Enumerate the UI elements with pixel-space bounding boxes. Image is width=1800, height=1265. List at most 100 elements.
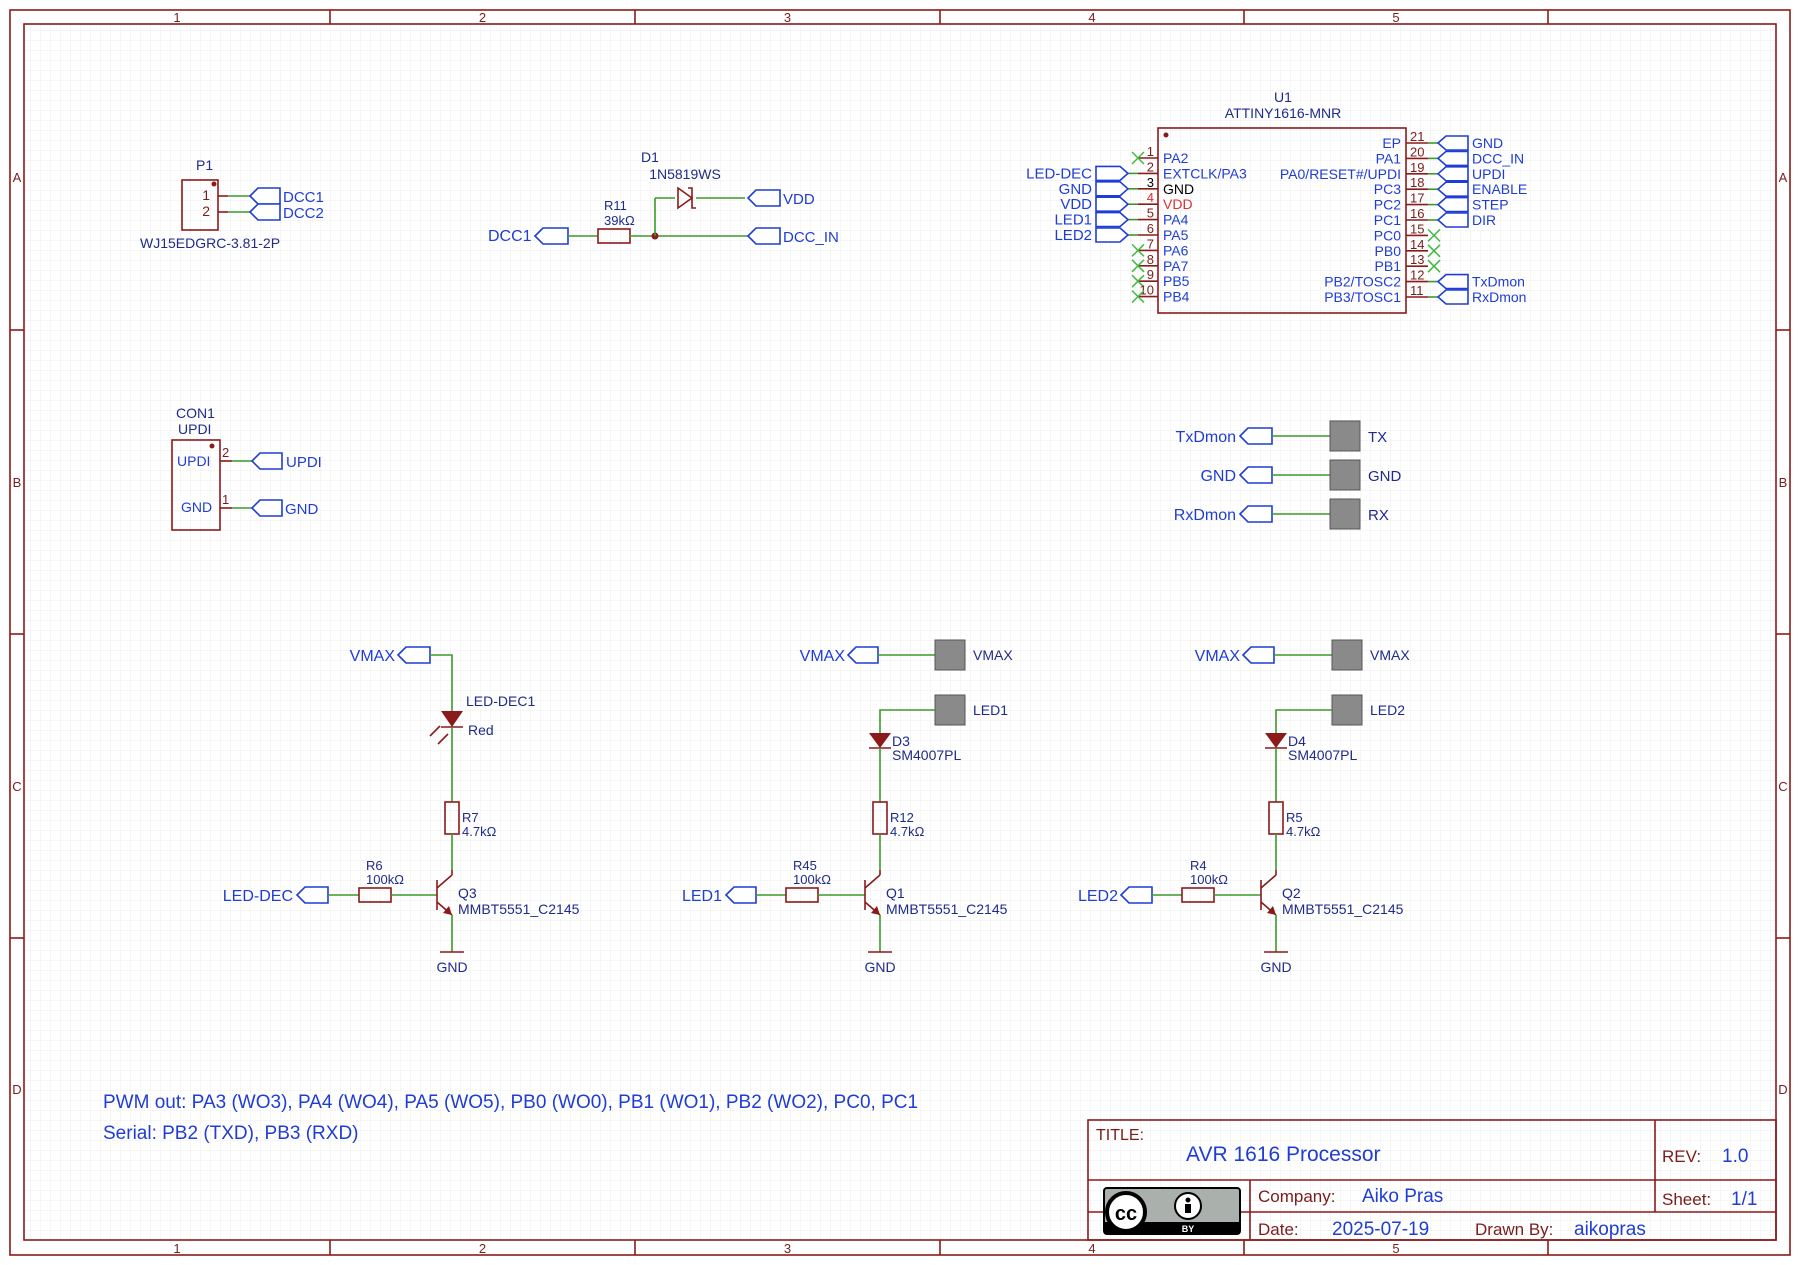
d3-value: SM4007PL (892, 747, 961, 763)
connector-p1[interactable]: P1 1 2 DCC1 DCC2 WJ15EDGRC-3.81-2P (140, 157, 324, 251)
company-label: Company: (1258, 1187, 1335, 1206)
r6-value: 100kΩ (366, 872, 404, 887)
serial-pad-label-tx: TX (1368, 429, 1387, 446)
u1-pin-num-4: 4 (1147, 190, 1154, 205)
u1-net-gnd: GND (1472, 135, 1503, 151)
r11-ref: R11 (604, 198, 627, 213)
u1-pin-name-18: PC3 (1374, 181, 1401, 197)
con1-pin-name-gnd: GND (181, 499, 212, 515)
u1-pin-name-17: PC2 (1374, 197, 1401, 213)
connector-con1-updi[interactable]: CON1 UPDI UPDI GND 2 1 UPDI GND (171, 405, 322, 531)
serial-pad-box-0 (1329, 420, 1361, 452)
r5-ref: R5 (1286, 810, 1303, 825)
frame-row-left-D: D (12, 1082, 21, 1097)
u1-pin-1[interactable]: 1 PA2 (1131, 144, 1189, 166)
u1-pin-num-6: 6 (1147, 221, 1154, 236)
u1-pin-num-3: 3 (1147, 175, 1154, 190)
u1-net-updi: UPDI (1472, 166, 1505, 182)
frame-col-top-3: 3 (784, 10, 791, 25)
driver-led1[interactable]: VMAX VMAX LED1 D3 SM4007PL R12 4.7kΩ LED… (682, 639, 1013, 975)
u1-pin-3[interactable]: 3 GND GND (1059, 175, 1194, 198)
serial-pad-box-1 (1329, 459, 1361, 491)
con1-value: UPDI (178, 421, 211, 437)
led1-gnd: GND (864, 959, 895, 975)
u1-pin-num-9: 9 (1147, 267, 1154, 282)
frame-col-bottom-2: 2 (479, 1241, 486, 1256)
con1-pin-2: 2 (222, 445, 229, 460)
frame-col-top-5: 5 (1392, 10, 1399, 25)
u1-pin-num-15: 15 (1410, 221, 1424, 236)
u1-pin-num-19: 19 (1410, 160, 1424, 175)
u1-net-gnd: GND (1059, 181, 1093, 198)
driver-led-dec[interactable]: VMAX LED-DEC1 Red R7 4.7kΩ LED-DEC R6 10… (223, 646, 580, 975)
led2-pad: LED2 (1370, 702, 1405, 718)
u1-pin-name-2: EXTCLK/PA3 (1163, 165, 1247, 181)
driver-led2[interactable]: VMAX VMAX LED2 D4 SM4007PL R5 4.7kΩ LED2… (1078, 639, 1410, 975)
u1-value: ATTINY1616-MNR (1225, 105, 1341, 121)
dec-vmax-net: VMAX (350, 648, 396, 665)
con1-pin-1: 1 (222, 492, 229, 507)
u1-pin-name-4: VDD (1163, 196, 1193, 212)
frame-row-right-A: A (1779, 170, 1788, 185)
r7-value: 4.7kΩ (462, 824, 497, 839)
d1-input-net: DCC1 (488, 228, 532, 245)
u1-pin-name-14: PB0 (1375, 243, 1402, 259)
u1-pin-name-8: PA7 (1163, 258, 1189, 274)
u1-pin-18[interactable]: 18 PC3 ENABLE (1374, 175, 1527, 197)
q3-ref: Q3 (458, 885, 477, 901)
u1-pin-num-1: 1 (1147, 144, 1154, 159)
led1-input-net: LED1 (682, 888, 722, 905)
title-value: AVR 1616 Processor (1186, 1143, 1381, 1166)
u1-pin-name-3: GND (1163, 181, 1194, 197)
u1-net-led-dec: LED-DEC (1026, 165, 1092, 182)
led1-pad: LED1 (973, 702, 1008, 718)
serial-net-rxdmon: RxDmon (1174, 507, 1236, 524)
frame-row-right-C: C (1778, 779, 1787, 794)
r45-ref: R45 (793, 858, 817, 873)
d3-ref: D3 (892, 733, 910, 749)
u1-pin-name-7: PA6 (1163, 242, 1189, 258)
cc-by-icon: cc BY (1103, 1187, 1241, 1235)
u1-pin-9[interactable]: 9 PB5 (1131, 267, 1190, 289)
u1-net-enable: ENABLE (1472, 181, 1527, 197)
u1-pin-name-12: PB2/TOSC2 (1324, 274, 1401, 290)
u1-pin-num-21: 21 (1410, 129, 1424, 144)
u1-pin-name-6: PA5 (1163, 227, 1189, 243)
rev-label: REV: (1662, 1147, 1701, 1166)
led2-input-net: LED2 (1078, 888, 1118, 905)
u1-pin-num-20: 20 (1410, 144, 1424, 159)
led2-gnd: GND (1260, 959, 1291, 975)
p1-pin-2: 2 (202, 203, 210, 219)
input-d1-r11[interactable]: DCC1 R11 39kΩ D1 1N5819WS VDD DCC_IN (488, 149, 839, 246)
u1-net-dir: DIR (1472, 212, 1496, 228)
u1-pin-num-18: 18 (1410, 175, 1424, 190)
u1-net-step: STEP (1472, 197, 1509, 213)
p1-pin-1: 1 (202, 187, 210, 203)
serial-pad-label-gnd: GND (1368, 468, 1402, 485)
u1-pin-name-9: PB5 (1163, 273, 1190, 289)
u1-pin-name-1: PA2 (1163, 150, 1189, 166)
